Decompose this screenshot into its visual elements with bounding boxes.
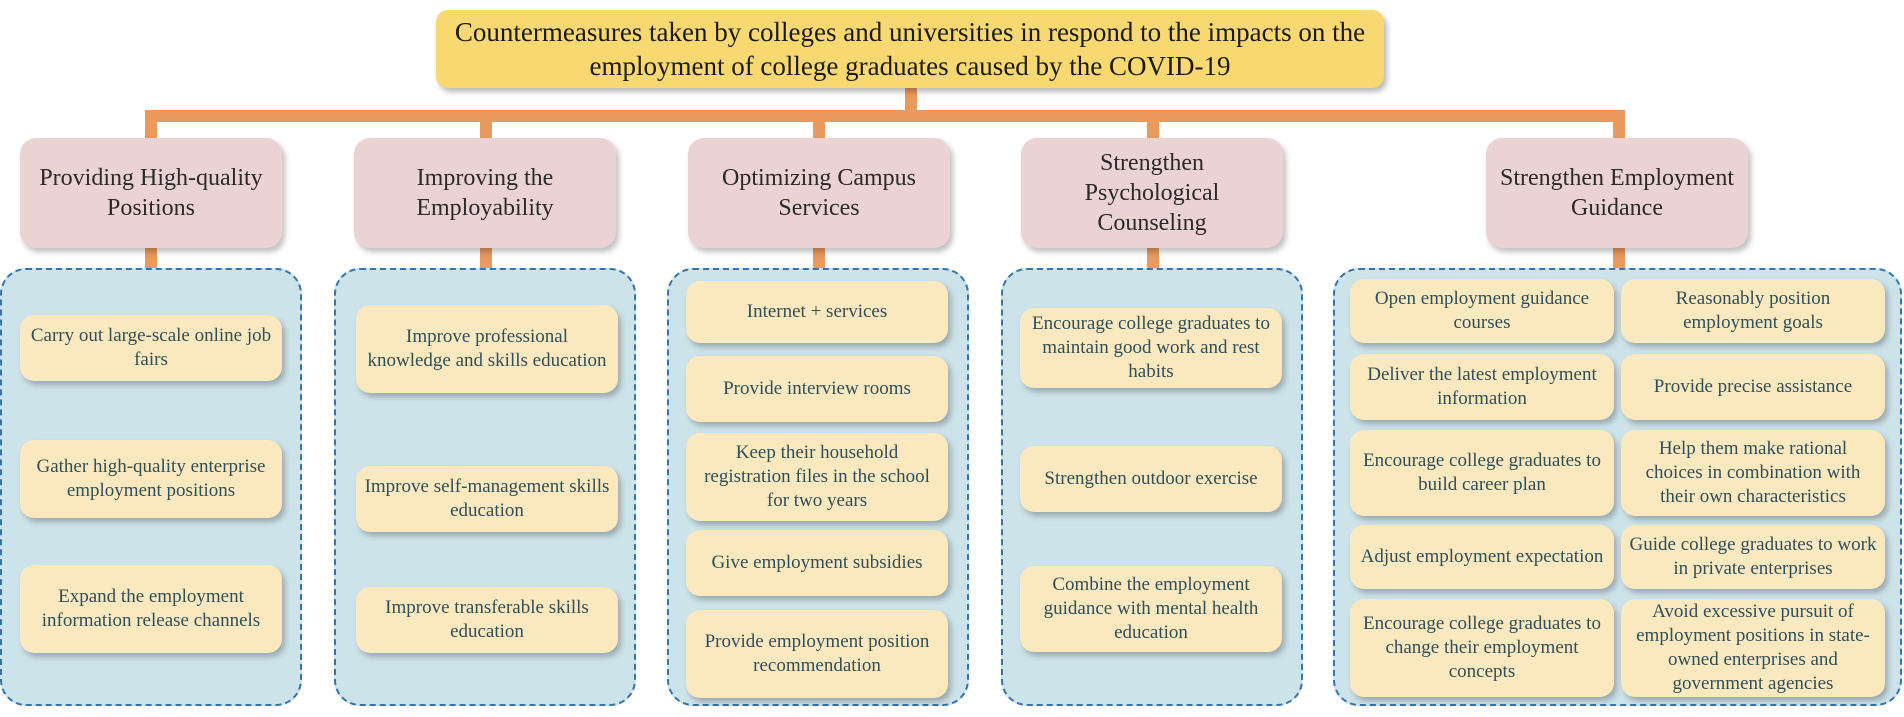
branch-5-item-right: Help them make rational choices in combi…	[1621, 430, 1885, 516]
branch-3-item: Give employment subsidies	[686, 530, 948, 596]
branch-2-item: Improve self-management skills education	[356, 466, 618, 532]
diagram-title: Countermeasures taken by colleges and un…	[436, 10, 1384, 88]
branch-3-item: Provide interview rooms	[686, 356, 948, 422]
branch-1-drop	[145, 110, 157, 140]
branch-5-item-right: Avoid excessive pursuit of employment po…	[1621, 599, 1885, 697]
branch-1-item: Carry out large-scale online job fairs	[20, 315, 282, 381]
branch-5-item-left: Open employment guidance courses	[1350, 279, 1614, 343]
branch-2-heading: Improving the Employability	[354, 138, 616, 248]
branch-3-item: Provide employment position recommendati…	[686, 610, 948, 698]
branch-5-drop	[1613, 110, 1625, 140]
branch-5-item-right: Guide college graduates to work in priva…	[1621, 525, 1885, 589]
branch-2-drop	[480, 110, 492, 140]
branch-3-item: Internet + services	[686, 281, 948, 343]
branch-3-drop	[813, 110, 825, 140]
branch-2-item: Improve professional knowledge and skill…	[356, 305, 618, 393]
branch-5-item-left: Encourage college graduates to change th…	[1350, 599, 1614, 697]
branch-1-link	[145, 248, 157, 270]
branch-4-item: Strengthen outdoor exercise	[1020, 446, 1282, 512]
branch-4-item: Encourage college graduates to maintain …	[1020, 308, 1282, 388]
branch-4-drop	[1147, 110, 1159, 140]
branch-3-link	[813, 248, 825, 270]
branch-4-heading: Strengthen Psychological Counseling	[1021, 138, 1283, 248]
branch-5-item-left: Deliver the latest employment informatio…	[1350, 354, 1614, 420]
branch-1-item: Gather high-quality enterprise employmen…	[20, 440, 282, 518]
branch-1-heading: Providing High-quality Positions	[20, 138, 282, 248]
title-stem	[905, 88, 917, 114]
main-connector-line	[145, 110, 1625, 122]
branch-3-heading: Optimizing Campus Services	[688, 138, 950, 248]
branch-2-link	[480, 248, 492, 270]
branch-2-item: Improve transferable skills education	[356, 587, 618, 653]
branch-5-item-left: Encourage college graduates to build car…	[1350, 430, 1614, 516]
branch-1-item: Expand the employment information releas…	[20, 565, 282, 653]
branch-5-link	[1613, 248, 1625, 270]
branch-5-item-right: Provide precise assistance	[1621, 354, 1885, 420]
branch-5-heading: Strengthen Employment Guidance	[1486, 138, 1748, 248]
branch-3-item: Keep their household registration files …	[686, 433, 948, 521]
branch-5-item-left: Adjust employment expectation	[1350, 525, 1614, 589]
branch-5-item-right: Reasonably position employment goals	[1621, 279, 1885, 343]
branch-4-link	[1147, 248, 1159, 270]
branch-4-item: Combine the employment guidance with men…	[1020, 566, 1282, 652]
